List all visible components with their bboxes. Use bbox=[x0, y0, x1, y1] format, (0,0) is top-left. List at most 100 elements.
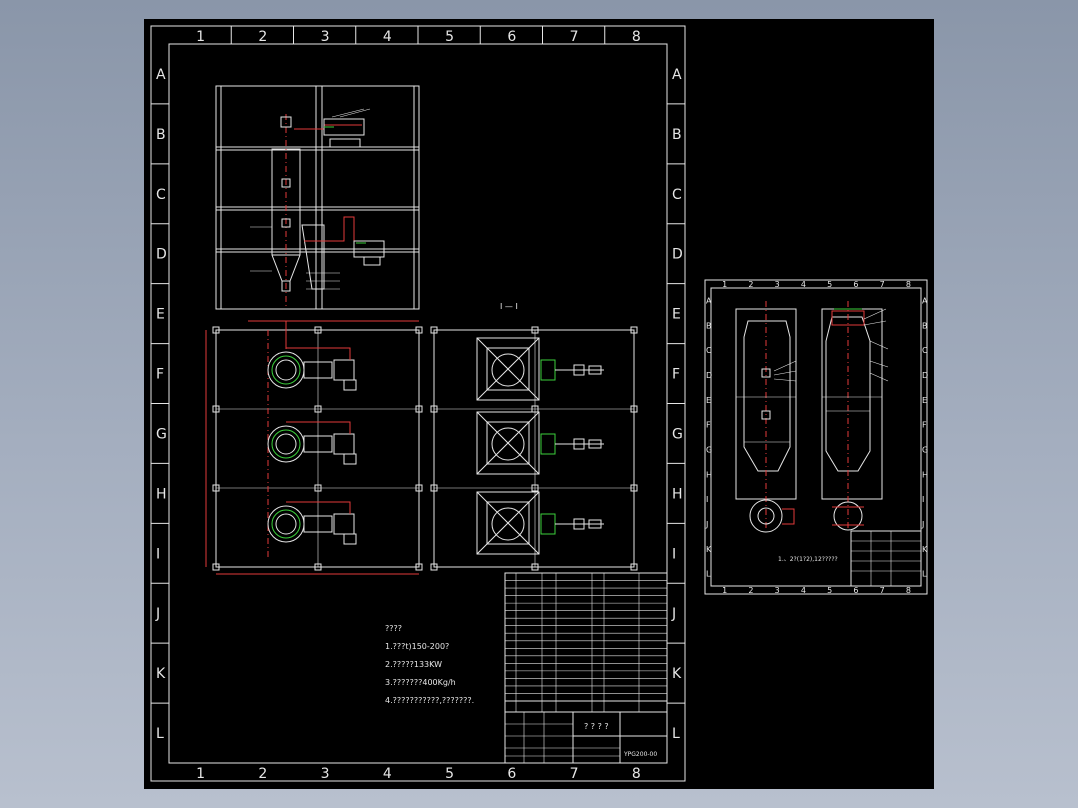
main-row-label-left: L bbox=[156, 726, 164, 742]
plan-equipment bbox=[212, 326, 638, 571]
bom-table bbox=[504, 572, 668, 764]
detail-sheet-outer-border bbox=[704, 279, 928, 595]
detail-col-label-top: 5 bbox=[827, 280, 832, 289]
detail-col-label-bottom: 7 bbox=[880, 586, 885, 595]
valve-flange bbox=[540, 433, 556, 455]
main-row-label-right: K bbox=[672, 666, 682, 682]
main-row-label-right: D bbox=[672, 247, 683, 263]
elevation-view bbox=[215, 85, 420, 310]
main-row-label-left: J bbox=[155, 606, 160, 622]
title-block-title: ? ? ? ? bbox=[584, 722, 609, 731]
detail-col-label-top: 1 bbox=[722, 280, 727, 289]
fan-unit bbox=[333, 513, 355, 535]
detail-row-label-left: G bbox=[706, 445, 712, 454]
hopper-frame bbox=[476, 491, 540, 555]
cyclone-flange bbox=[271, 429, 301, 459]
detail-row-label-left: H bbox=[706, 470, 712, 479]
detail-row-label-left: D bbox=[706, 371, 712, 380]
detail-row-label-right: J bbox=[921, 520, 924, 529]
hopper-diagonal bbox=[476, 411, 540, 475]
main-row-label-left: G bbox=[156, 426, 167, 442]
main-col-label-top: 4 bbox=[383, 29, 392, 45]
valve-body bbox=[573, 438, 585, 450]
main-row-label-left: A bbox=[156, 67, 166, 83]
actuator bbox=[588, 365, 602, 375]
main-col-label-bottom: 2 bbox=[258, 766, 267, 782]
detail-row-label-right: G bbox=[922, 445, 928, 454]
column-node bbox=[630, 484, 638, 492]
main-row-label-right: H bbox=[672, 486, 683, 502]
cyclone-inner bbox=[275, 359, 297, 381]
title-block-drawing-no: YPG200-00 bbox=[623, 751, 657, 758]
notes-line-3: 3.???????400Kg/h bbox=[385, 678, 456, 687]
detail-row-label-left: C bbox=[706, 346, 712, 355]
detail-row-label-right: C bbox=[922, 346, 928, 355]
main-row-label-right: G bbox=[672, 426, 683, 442]
fan-unit bbox=[333, 433, 355, 455]
main-col-label-bottom: 1 bbox=[196, 766, 205, 782]
column-node bbox=[430, 484, 438, 492]
detail-col-label-bottom: 2 bbox=[748, 586, 753, 595]
main-row-label-right: A bbox=[672, 67, 682, 83]
actuator bbox=[588, 439, 602, 449]
hopper-outlet bbox=[491, 353, 525, 387]
main-col-label-bottom: 3 bbox=[321, 766, 330, 782]
detail-col-label-top: 3 bbox=[775, 280, 780, 289]
cyclone-outline bbox=[267, 351, 305, 389]
column-node bbox=[314, 326, 322, 334]
column-node bbox=[430, 405, 438, 413]
detail-row-label-right: L bbox=[922, 570, 927, 579]
detail-row-label-right: K bbox=[922, 545, 928, 554]
hopper-diagonal bbox=[476, 491, 540, 555]
duct bbox=[303, 515, 333, 533]
main-col-label-bottom: 8 bbox=[632, 766, 641, 782]
pipe-line bbox=[286, 347, 351, 360]
column-node bbox=[212, 326, 220, 334]
column-node bbox=[430, 326, 438, 334]
section-label: Ⅰ — Ⅰ bbox=[500, 302, 518, 311]
detail-row-label-right: E bbox=[922, 396, 927, 405]
main-col-label-bottom: 5 bbox=[445, 766, 454, 782]
motor-unit bbox=[343, 533, 357, 545]
hopper-inner bbox=[486, 501, 530, 545]
cyclone-flange bbox=[271, 509, 301, 539]
detail-row-label-right: I bbox=[922, 495, 924, 504]
detail-row-label-left: F bbox=[706, 421, 711, 430]
detail-col-label-bottom: 8 bbox=[906, 586, 911, 595]
main-col-label-top: 1 bbox=[196, 29, 205, 45]
detail-row-label-left: I bbox=[706, 495, 708, 504]
cyclone-flange bbox=[271, 355, 301, 385]
valve-flange bbox=[540, 359, 556, 381]
column-node bbox=[415, 563, 423, 571]
column-node bbox=[630, 563, 638, 571]
main-row-label-left: E bbox=[156, 307, 165, 323]
detail-col-label-top: 2 bbox=[748, 280, 753, 289]
column-node bbox=[314, 563, 322, 571]
detail-col-label-bottom: 3 bbox=[775, 586, 780, 595]
fan-unit bbox=[333, 359, 355, 381]
detail-sheet-inner-border bbox=[710, 287, 922, 587]
column-node bbox=[314, 484, 322, 492]
cyclone-outline bbox=[267, 425, 305, 463]
valve-flange bbox=[540, 513, 556, 535]
main-col-label-bottom: 6 bbox=[507, 766, 516, 782]
valve-body bbox=[573, 518, 585, 530]
main-col-label-bottom: 7 bbox=[570, 766, 579, 782]
column-node bbox=[630, 405, 638, 413]
detail-row-label-left: J bbox=[705, 520, 708, 529]
main-row-label-left: F bbox=[156, 367, 164, 383]
notes-line-1: 1.???t)150-200? bbox=[385, 642, 449, 651]
valve-body bbox=[573, 364, 585, 376]
column-node bbox=[630, 326, 638, 334]
detail-row-label-left: L bbox=[706, 570, 711, 579]
hopper-outlet bbox=[491, 427, 525, 461]
detail-row-label-left: E bbox=[706, 396, 711, 405]
main-col-label-top: 5 bbox=[445, 29, 454, 45]
cyclone-outline bbox=[267, 505, 305, 543]
column-node bbox=[212, 484, 220, 492]
main-row-label-left: C bbox=[156, 187, 166, 203]
detail-col-label-top: 6 bbox=[853, 280, 858, 289]
